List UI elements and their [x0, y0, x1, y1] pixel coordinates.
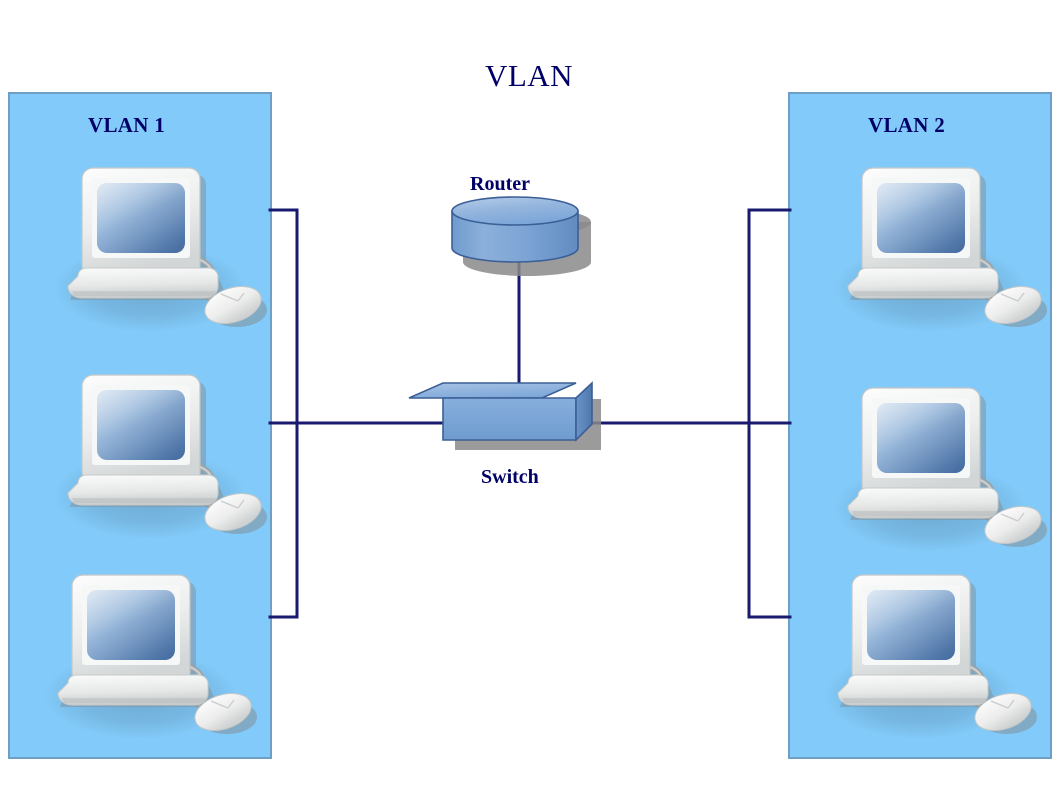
router-device[interactable]	[451, 196, 591, 276]
switch-label: Switch	[481, 466, 539, 488]
vlan-2-label: VLAN 2	[868, 113, 946, 137]
vlan1-bus-line	[268, 208, 299, 619]
switch-device[interactable]	[408, 381, 601, 450]
network-links	[268, 208, 792, 619]
vlan-1-label: VLAN 1	[88, 113, 166, 137]
router-label: Router	[470, 173, 530, 195]
page-title: VLAN	[484, 58, 574, 93]
vlan2-bus-line	[747, 208, 792, 619]
